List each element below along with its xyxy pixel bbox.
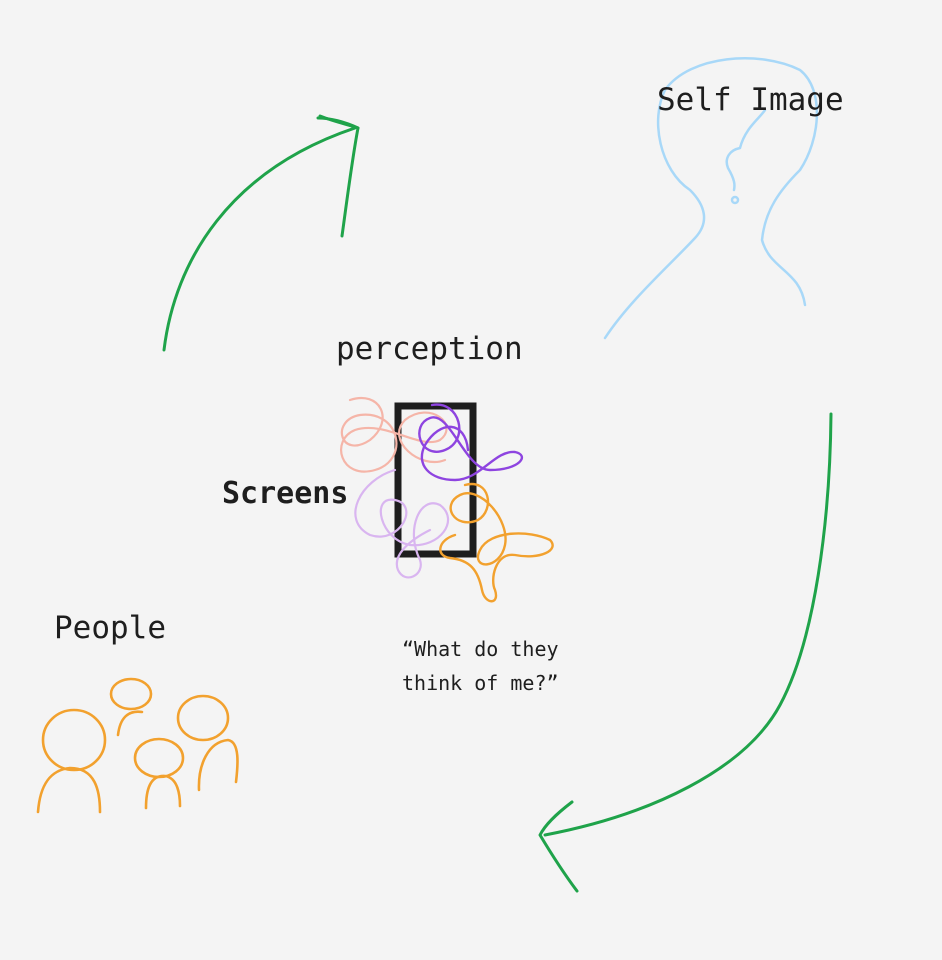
person-head-right — [176, 694, 230, 742]
person-head-large — [41, 708, 107, 772]
self-figure-icon — [603, 57, 819, 340]
quote-line-2: think of me?” — [402, 671, 559, 695]
arrow-shaft-up — [162, 126, 357, 352]
scribble-orange — [439, 482, 554, 603]
quote-line-1: “What do they — [402, 637, 559, 661]
perception-label: perception — [336, 331, 523, 367]
scribble-purple — [418, 403, 523, 482]
person-body-large — [36, 766, 102, 814]
quote-text: “What do they think of me?” — [402, 632, 559, 700]
arrow-shaft-down — [543, 412, 833, 837]
question-mark-icon — [725, 108, 767, 192]
people-label: People — [54, 610, 166, 646]
people-group-icon — [36, 677, 239, 814]
arrow-head-down — [538, 800, 579, 893]
arrow-self-to-bottom — [538, 412, 833, 893]
scribble-pink — [340, 397, 448, 473]
phone-icon — [394, 402, 477, 558]
self-image-label: Self Image — [657, 82, 844, 118]
person-head-middle — [133, 737, 185, 779]
screens-label: Screens — [222, 476, 349, 511]
person-head-small — [109, 677, 153, 711]
arrow-people-to-self — [162, 114, 360, 352]
scribble-lilac — [354, 468, 450, 579]
